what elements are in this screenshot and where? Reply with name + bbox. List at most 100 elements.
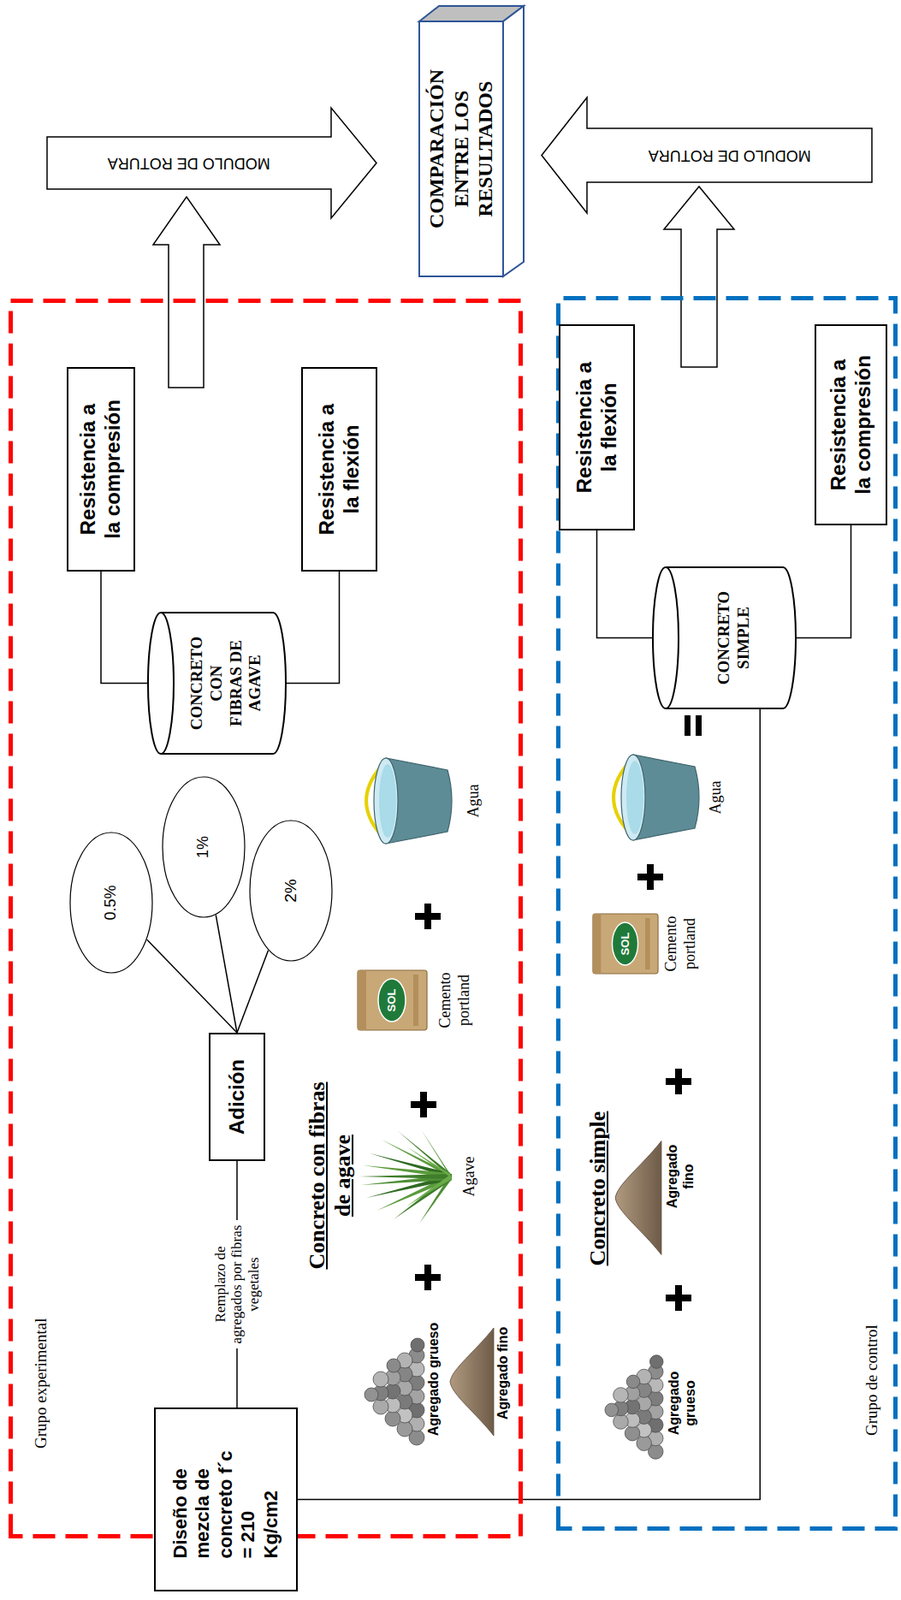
cement-bag-image <box>592 913 658 974</box>
coarse-aggregate-image <box>364 1338 425 1446</box>
material-label: Cemento portland <box>436 961 474 1039</box>
cylinder-rim <box>665 567 679 709</box>
connector-line <box>297 709 760 1500</box>
cylinder-body <box>652 567 796 709</box>
ellipse-outline <box>70 832 153 973</box>
material-label: Agua <box>464 762 484 840</box>
node-text: Diseño de mezcla de concreto f´c = 210 K… <box>169 1440 283 1559</box>
text-holder: Grupo de control <box>862 1324 883 1436</box>
edge-label: Remplazo de agregados por fibras vegetal… <box>210 1220 265 1349</box>
concrete-cylinder: CONCRETO CON FIBRAS DE AGAVE <box>148 611 286 755</box>
connector-line <box>795 525 852 639</box>
node-text: Resistencia a la flexión <box>314 397 365 543</box>
node-text: MODULO DE ROTURA <box>106 154 270 173</box>
box-bottom-face <box>503 5 524 277</box>
node-text: Resistencia a la compresión <box>76 397 126 543</box>
brand-text: SOL <box>618 918 633 970</box>
group-region: Grupo experimental Adición 0.5% 1% 2% CONCRET… <box>8 298 523 1539</box>
text-holder: COMPARACIÓN ENTRE LOS RESULTADOS <box>424 50 498 248</box>
cement-bag-image <box>357 970 427 1031</box>
cylinder-rim <box>160 612 174 754</box>
connector-line <box>215 914 238 1033</box>
section-title: Concreto simple <box>585 1060 611 1317</box>
node-text: 1% <box>194 835 214 859</box>
text-holder: MODULO DE ROTURA <box>720 73 740 237</box>
node-text: CONCRETO SIMPLE <box>714 589 754 687</box>
section-title: Concreto con fibras de agave <box>304 1072 356 1279</box>
node-text: 0.5% <box>101 884 121 920</box>
plus-sign <box>414 1264 441 1291</box>
material-label: Agregado grueso <box>665 1360 699 1447</box>
process-box: Resistencia a la compresión <box>814 324 888 526</box>
node-text: Grupo de control <box>862 1324 883 1436</box>
concrete-cylinder: CONCRETO SIMPLE <box>652 566 796 710</box>
node-text: 2% <box>281 878 302 902</box>
plus-sign <box>665 1285 692 1311</box>
node-text: MODULO DE ROTURA <box>648 146 812 166</box>
node-text: Resistencia a la flexión <box>572 355 623 501</box>
hollow-arrow <box>153 196 220 388</box>
connector-line <box>597 530 654 639</box>
block-arrow: MODULO DE ROTURA <box>540 96 873 214</box>
group-region: Grupo de control CONCRETO SIMPLE Resistenc… <box>556 296 898 1531</box>
plus-sign <box>410 1091 437 1118</box>
block-arrow: MODULO DE ROTURA <box>46 106 378 220</box>
fine-aggregate-image <box>450 1327 494 1436</box>
dashed-border <box>558 298 896 1530</box>
block-arrow-outline <box>541 97 872 214</box>
text-holder: 0.5% <box>101 884 121 920</box>
dashed-border <box>11 301 522 1537</box>
process-box: Resistencia a la compresión <box>66 367 136 572</box>
connector-line <box>100 571 149 684</box>
ellipse-outline <box>249 820 332 961</box>
percent-ellipse: 1% <box>161 776 246 919</box>
block-arrow-outline <box>47 107 377 219</box>
text-holder: 2% <box>281 878 302 902</box>
process-box: Resistencia a la flexión <box>301 367 378 572</box>
text-holder: Resistencia a la flexión <box>314 397 365 543</box>
plus-sign <box>665 1068 692 1095</box>
material-label: Agregado fino <box>663 1133 697 1220</box>
node-text: COMPARACIÓN ENTRE LOS RESULTADOS <box>424 50 498 248</box>
percent-ellipse: 0.5% <box>69 831 154 974</box>
cylinder-body <box>148 612 286 754</box>
text-holder: Grupo experimental <box>31 1318 52 1449</box>
result-box: COMPARACIÓN ENTRE LOS RESULTADOS <box>418 5 525 278</box>
brand-text: SOL <box>385 974 399 1026</box>
connector-line <box>237 950 269 1033</box>
node-text: Adición <box>225 1059 250 1135</box>
equals-bar <box>695 715 702 736</box>
material-label: Agregado grueso <box>425 1302 442 1457</box>
ellipse-outline <box>162 776 245 918</box>
text-holder: Adición <box>225 1059 250 1135</box>
connector-line <box>285 571 340 684</box>
text-holder: 1% <box>194 835 214 859</box>
material-label: Cemento portland <box>662 905 700 983</box>
node-text: Resistencia a la compresión <box>826 352 877 498</box>
connector-line <box>147 939 238 1033</box>
coarse-aggregate-image <box>604 1355 664 1460</box>
text-holder: Resistencia a la compresión <box>76 397 126 543</box>
text-holder: CONCRETO SIMPLE <box>714 589 754 687</box>
box-front-face <box>419 21 504 277</box>
hollow-arrow <box>663 186 735 368</box>
plus-sign <box>414 903 441 930</box>
node-text: Grupo experimental <box>31 1318 52 1449</box>
text-holder: Resistencia a la compresión <box>826 352 877 498</box>
agave-image <box>359 1129 452 1224</box>
text-holder: MODULO DE ROTURA <box>179 81 199 244</box>
material-label: Agregado fino <box>494 1296 511 1451</box>
material-label: Agave <box>460 1133 480 1220</box>
process-box: Diseño de mezcla de concreto f´c = 210 K… <box>154 1407 298 1592</box>
node-text: CONCRETO CON FIBRAS DE AGAVE <box>187 634 266 732</box>
percent-ellipse: 2% <box>248 819 333 962</box>
water-bucket-image <box>613 754 700 841</box>
equals-bar <box>684 715 691 736</box>
text-holder: Diseño de mezcla de concreto f´c = 210 K… <box>169 1440 283 1559</box>
water-bucket-image <box>366 758 452 844</box>
material-label: Agua <box>706 758 726 836</box>
fine-aggregate-image <box>615 1141 662 1256</box>
plus-sign <box>637 864 664 890</box>
